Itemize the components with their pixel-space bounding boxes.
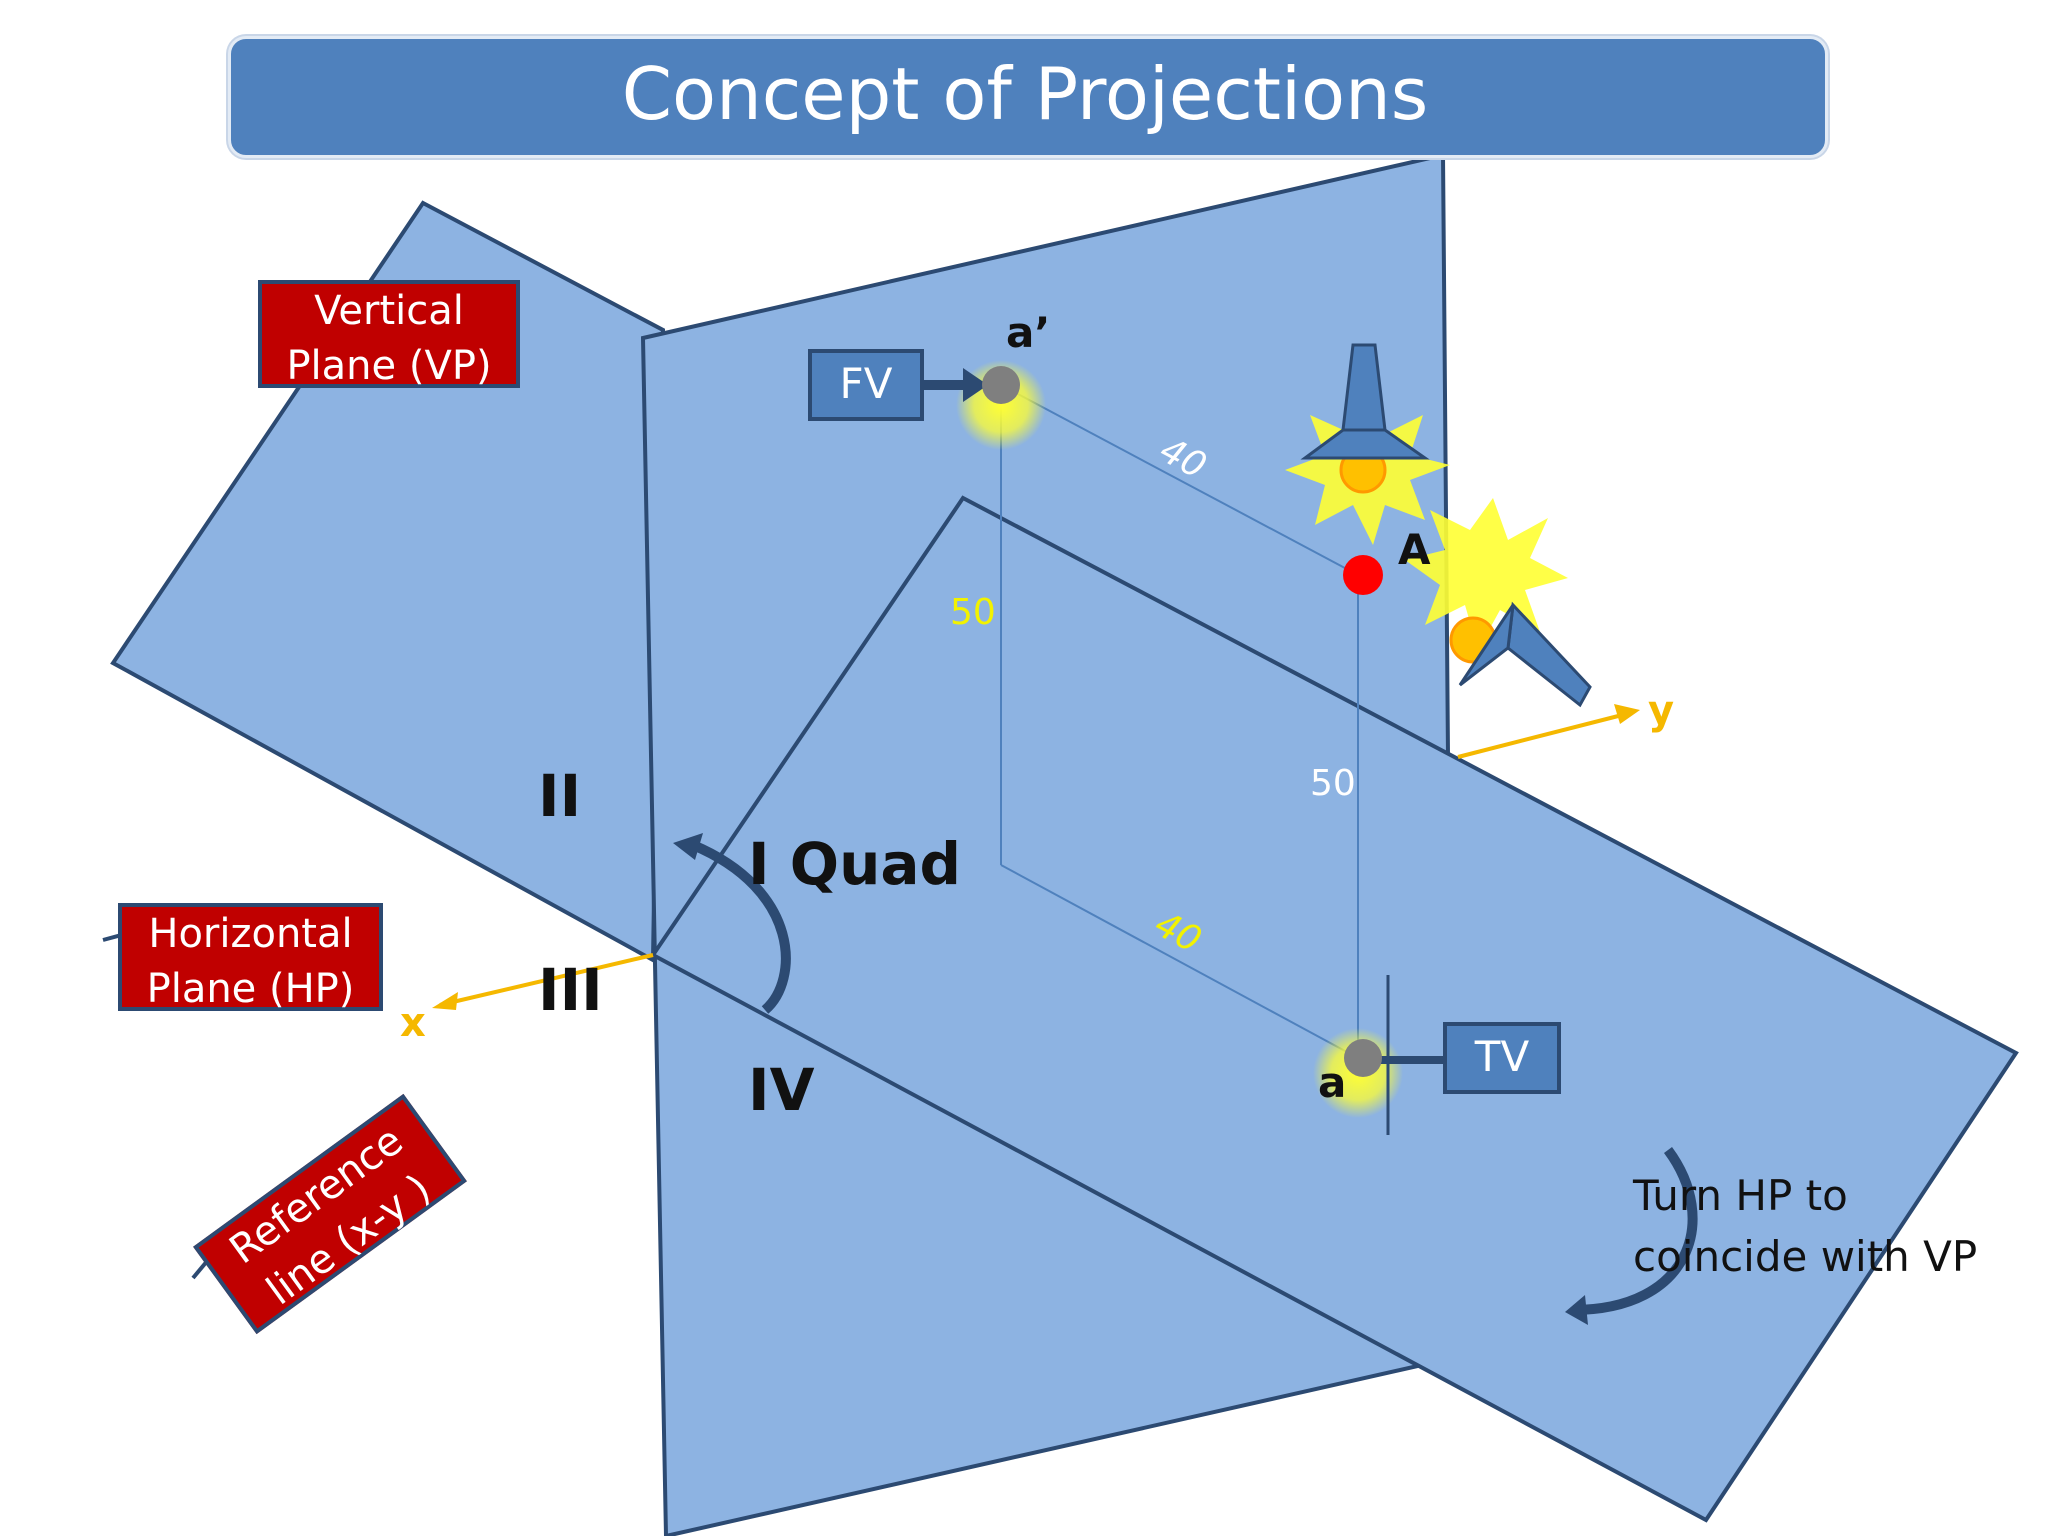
quadrant-3-label: III [538, 956, 603, 1024]
y-axis [1457, 704, 1640, 759]
front-view-label: FV [808, 349, 924, 421]
projector-lines [1000, 384, 1359, 1059]
dimension-vp-height: 50 [950, 592, 996, 633]
x-axis-label: x [400, 1000, 426, 1046]
rotation-note-line-2: coincide with VP [1633, 1232, 1978, 1281]
point-a-prime [982, 366, 1020, 404]
lamp-side-icon [1458, 601, 1592, 708]
point-a-prime-label: a’ [1006, 308, 1051, 357]
rotation-note-line-1: Turn HP to [1633, 1171, 1848, 1220]
x-axis [432, 953, 654, 1010]
rotation-note: Turn HP to coincide with VP [1633, 1165, 1977, 1287]
horizontal-plane-label: Horizontal Plane (HP) [118, 903, 383, 1012]
dimension-hp-height: 50 [1310, 763, 1356, 804]
top-view-label: TV [1443, 1022, 1561, 1094]
front-view-label-text: FV [839, 359, 893, 408]
point-A [1343, 555, 1383, 595]
vertical-plane-label-text: Vertical Plane (VP) [286, 288, 492, 389]
vertical-plane-label: Vertical Plane (VP) [258, 280, 520, 389]
horizontal-plane-label-text: Horizontal Plane (HP) [146, 911, 355, 1012]
fv-arrow-head [963, 368, 988, 402]
title-banner [228, 36, 1828, 158]
point-a-label: a [1318, 1058, 1347, 1107]
quadrant-1-label: I Quad [748, 830, 962, 898]
rotation-arrow-head-1 [673, 833, 703, 860]
top-view-label-text: TV [1474, 1032, 1530, 1081]
rotation-arrow-icon [691, 840, 1698, 1315]
y-axis-label: y [1648, 688, 1675, 734]
page-title: Concept of Projections [621, 52, 1429, 136]
point-a [1344, 1039, 1382, 1077]
quadrant-2-label: II [538, 762, 582, 830]
lamp-top-icon [1300, 343, 1430, 460]
quadrant-4-label: IV [748, 1056, 815, 1124]
light-burst-side [1405, 498, 1568, 650]
point-A-label: A [1398, 525, 1431, 574]
rotation-arrow-head-2 [1565, 1295, 1588, 1325]
